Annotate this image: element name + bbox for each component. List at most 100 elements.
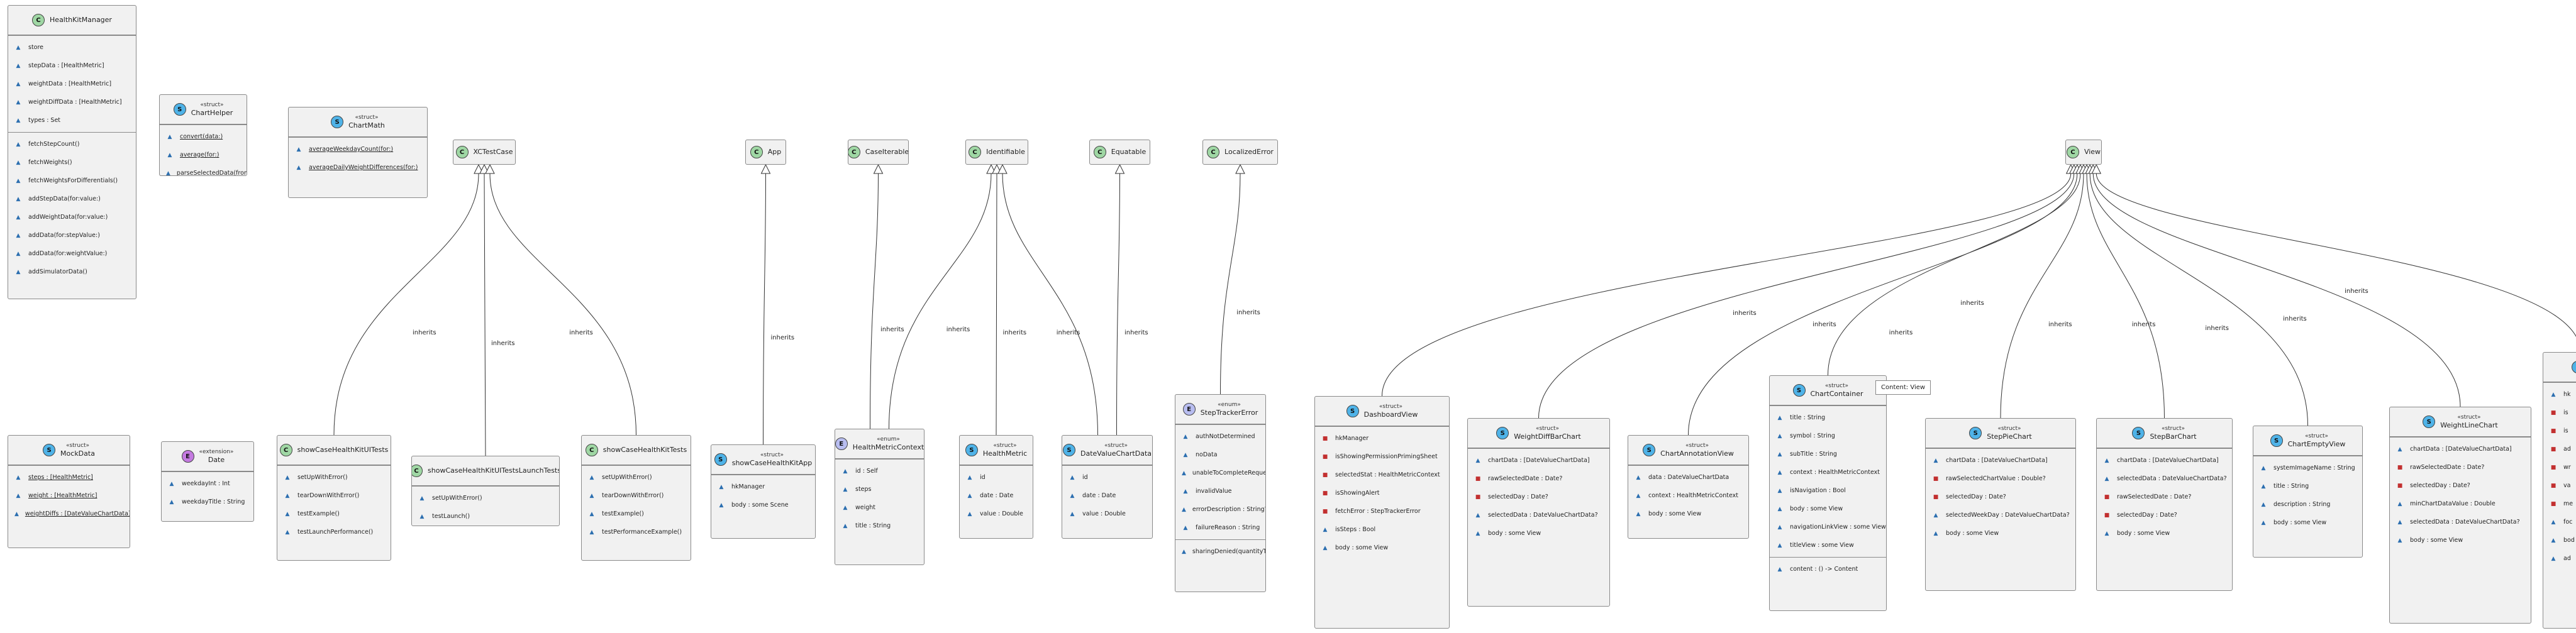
member-row: ▲hk <box>2543 385 2576 404</box>
member-row: ▲date : Date <box>960 487 1033 505</box>
members-section: ▲setUpWithError()▲testLaunch() <box>412 486 559 526</box>
member-text: id <box>1082 474 1088 481</box>
member-text: rawSelectedChartValue : Double? <box>1946 475 2046 482</box>
member-row: ▲subTitle : String <box>1770 445 1886 463</box>
class-name: HealthMetric <box>982 449 1028 458</box>
class-chart-empty-view[interactable]: S«struct»ChartEmptyView▲systemImageName … <box>2253 426 2363 558</box>
inheritance-arrowhead <box>1235 163 1245 174</box>
member-text: steps : [HealthMetric] <box>28 474 93 481</box>
edge-label: inherits <box>2283 315 2307 322</box>
member-row: ▲systemImageName : String <box>2253 459 2362 477</box>
member-row: ▲errorDescription : String? <box>1175 500 1265 519</box>
package-icon: ▲ <box>2551 519 2556 526</box>
member-text: chartData : [DateValueChartData] <box>1946 457 2048 464</box>
class-date-value-chart-data[interactable]: S«struct»DateValueChartData▲id▲date : Da… <box>1062 435 1153 539</box>
class-show-case-health-kit-app[interactable]: S«struct»showCaseHealthKitApp ▲hkManager ▲… <box>711 444 816 539</box>
struct-badge-icon: S <box>1643 444 1656 456</box>
package-icon: ▲ <box>1636 474 1641 481</box>
edge-label: inherits <box>1733 310 1757 317</box>
class-header: S«struct»MockData <box>8 436 130 465</box>
class-mock-data[interactable]: S«struct»MockData▲steps : [HealthMetric]… <box>8 435 130 548</box>
member-row: ▲value : Double <box>960 505 1033 523</box>
inheritance-arrowhead <box>1114 163 1125 174</box>
inherits-edge <box>2086 173 2165 419</box>
member-row: ▲types : Set <box>8 111 136 129</box>
enum-badge-icon: E <box>1182 403 1196 416</box>
member-text: rawSelectedDate : Date? <box>2410 464 2485 471</box>
class-step-tracker-error[interactable]: E«enum»StepTrackerError▲authNotDetermine… <box>1175 394 1266 592</box>
member-text: is <box>2563 427 2568 434</box>
private-icon: ■ <box>2550 427 2557 434</box>
member-text: store <box>28 44 44 51</box>
class-chart-helper[interactable]: S«struct»ChartHelper▲convert(data:)▲aver… <box>159 94 247 176</box>
member-row: ▲hkManager <box>711 478 815 496</box>
class-badge-icon: C <box>279 444 292 456</box>
edge-label: inherits <box>770 334 795 341</box>
class-step-pie-chart[interactable]: S«struct»StepPieChart▲chartData : [DateV… <box>1925 418 2076 591</box>
stereotype: «extension» <box>199 448 234 455</box>
member-text: subTitle : String <box>1790 451 1837 458</box>
member-row: ▲weekdayTitle : String <box>162 493 253 511</box>
member-text: isSteps : Bool <box>1335 526 1376 533</box>
class-name: showCaseHealthKitUITests <box>297 446 389 454</box>
member-text: testExample() <box>297 510 340 517</box>
member-row: ▲fetchWeights() <box>8 153 136 172</box>
member-text: testExample() <box>602 510 644 517</box>
class-name: WeightDiffBarChart <box>1514 432 1581 441</box>
class-name: HealthKitManager <box>50 16 112 24</box>
class-chart-annotation-view[interactable]: S«struct»ChartAnnotationView▲data : Date… <box>1628 435 1749 539</box>
private-icon: ■ <box>2397 464 2403 471</box>
class-health-metric-context[interactable]: E«enum»HealthMetricContext▲id : Self▲ste… <box>835 429 924 565</box>
member-row: ▲weightDiffs : [DateValueChartData] <box>8 505 130 523</box>
class-weight-diff-bar-chart[interactable]: S«struct»WeightDiffBarChart▲chartData : … <box>1467 418 1610 607</box>
package-icon: ▲ <box>296 146 301 153</box>
inherits-edge <box>1002 173 1098 436</box>
class-cut-off-view[interactable]: S▲hk■is■is■ad■wr■va■me▲foc▲bod▲ad <box>2543 352 2576 629</box>
private-icon: ■ <box>2550 446 2557 453</box>
member-row: ▲average(for:) <box>160 146 247 164</box>
class-header: S«struct»showCaseHealthKitApp <box>711 445 815 475</box>
package-icon: ▲ <box>1182 506 1186 513</box>
stereotype: «struct» <box>1997 425 2021 432</box>
stereotype: «struct» <box>1824 382 1849 389</box>
class-date[interactable]: E«extension»Date▲weekdayInt : Int▲weekda… <box>161 441 254 522</box>
class-health-metric[interactable]: S«struct»HealthMetric▲id▲date : Date▲val… <box>959 435 1033 539</box>
methods-section: ▲fetchStepCount()▲fetchWeights()▲fetchWe… <box>8 132 136 283</box>
member-row: ▲authNotDetermined <box>1175 427 1265 446</box>
edge-label: inherits <box>491 339 515 347</box>
package-icon: ▲ <box>719 502 724 509</box>
class-chart-container[interactable]: S«struct»ChartContainer▲title : String▲s… <box>1769 375 1887 611</box>
package-icon: ▲ <box>2261 519 2266 526</box>
member-row: ▲symbol : String <box>1770 427 1886 445</box>
class-weight-line-chart[interactable]: S«struct»WeightLineChart▲chartData : [Da… <box>2389 407 2531 624</box>
member-row: ▲weekdayInt : Int <box>162 475 253 493</box>
package-icon: ▲ <box>843 504 848 511</box>
member-row: ■selectedDay : Date? <box>2390 476 2531 495</box>
member-row: ▲selectedData : DateValueChartData? <box>2390 513 2531 531</box>
member-text: fetchWeights() <box>28 159 72 166</box>
member-row: ▲stepData : [HealthMetric] <box>8 57 136 75</box>
member-text: body : some View <box>1335 544 1389 551</box>
member-text: data : DateValueChartData <box>1648 474 1729 481</box>
package-icon: ▲ <box>967 492 972 499</box>
class-chart-math[interactable]: S«struct»ChartMath▲averageWeekdayCount(f… <box>288 107 428 198</box>
class-dashboard-view[interactable]: S«struct»DashboardView■hkManager■isShowi… <box>1314 396 1450 629</box>
package-icon: ▲ <box>2551 555 2556 562</box>
member-text: selectedData : DateValueChartData? <box>1488 512 1598 519</box>
class-step-bar-chart[interactable]: S«struct»StepBarChart▲chartData : [DateV… <box>2096 418 2233 591</box>
member-row: ■fetchError : StepTrackerError <box>1315 502 1449 520</box>
package-icon: ▲ <box>2104 457 2109 464</box>
member-row: ▲ad <box>2543 549 2576 568</box>
